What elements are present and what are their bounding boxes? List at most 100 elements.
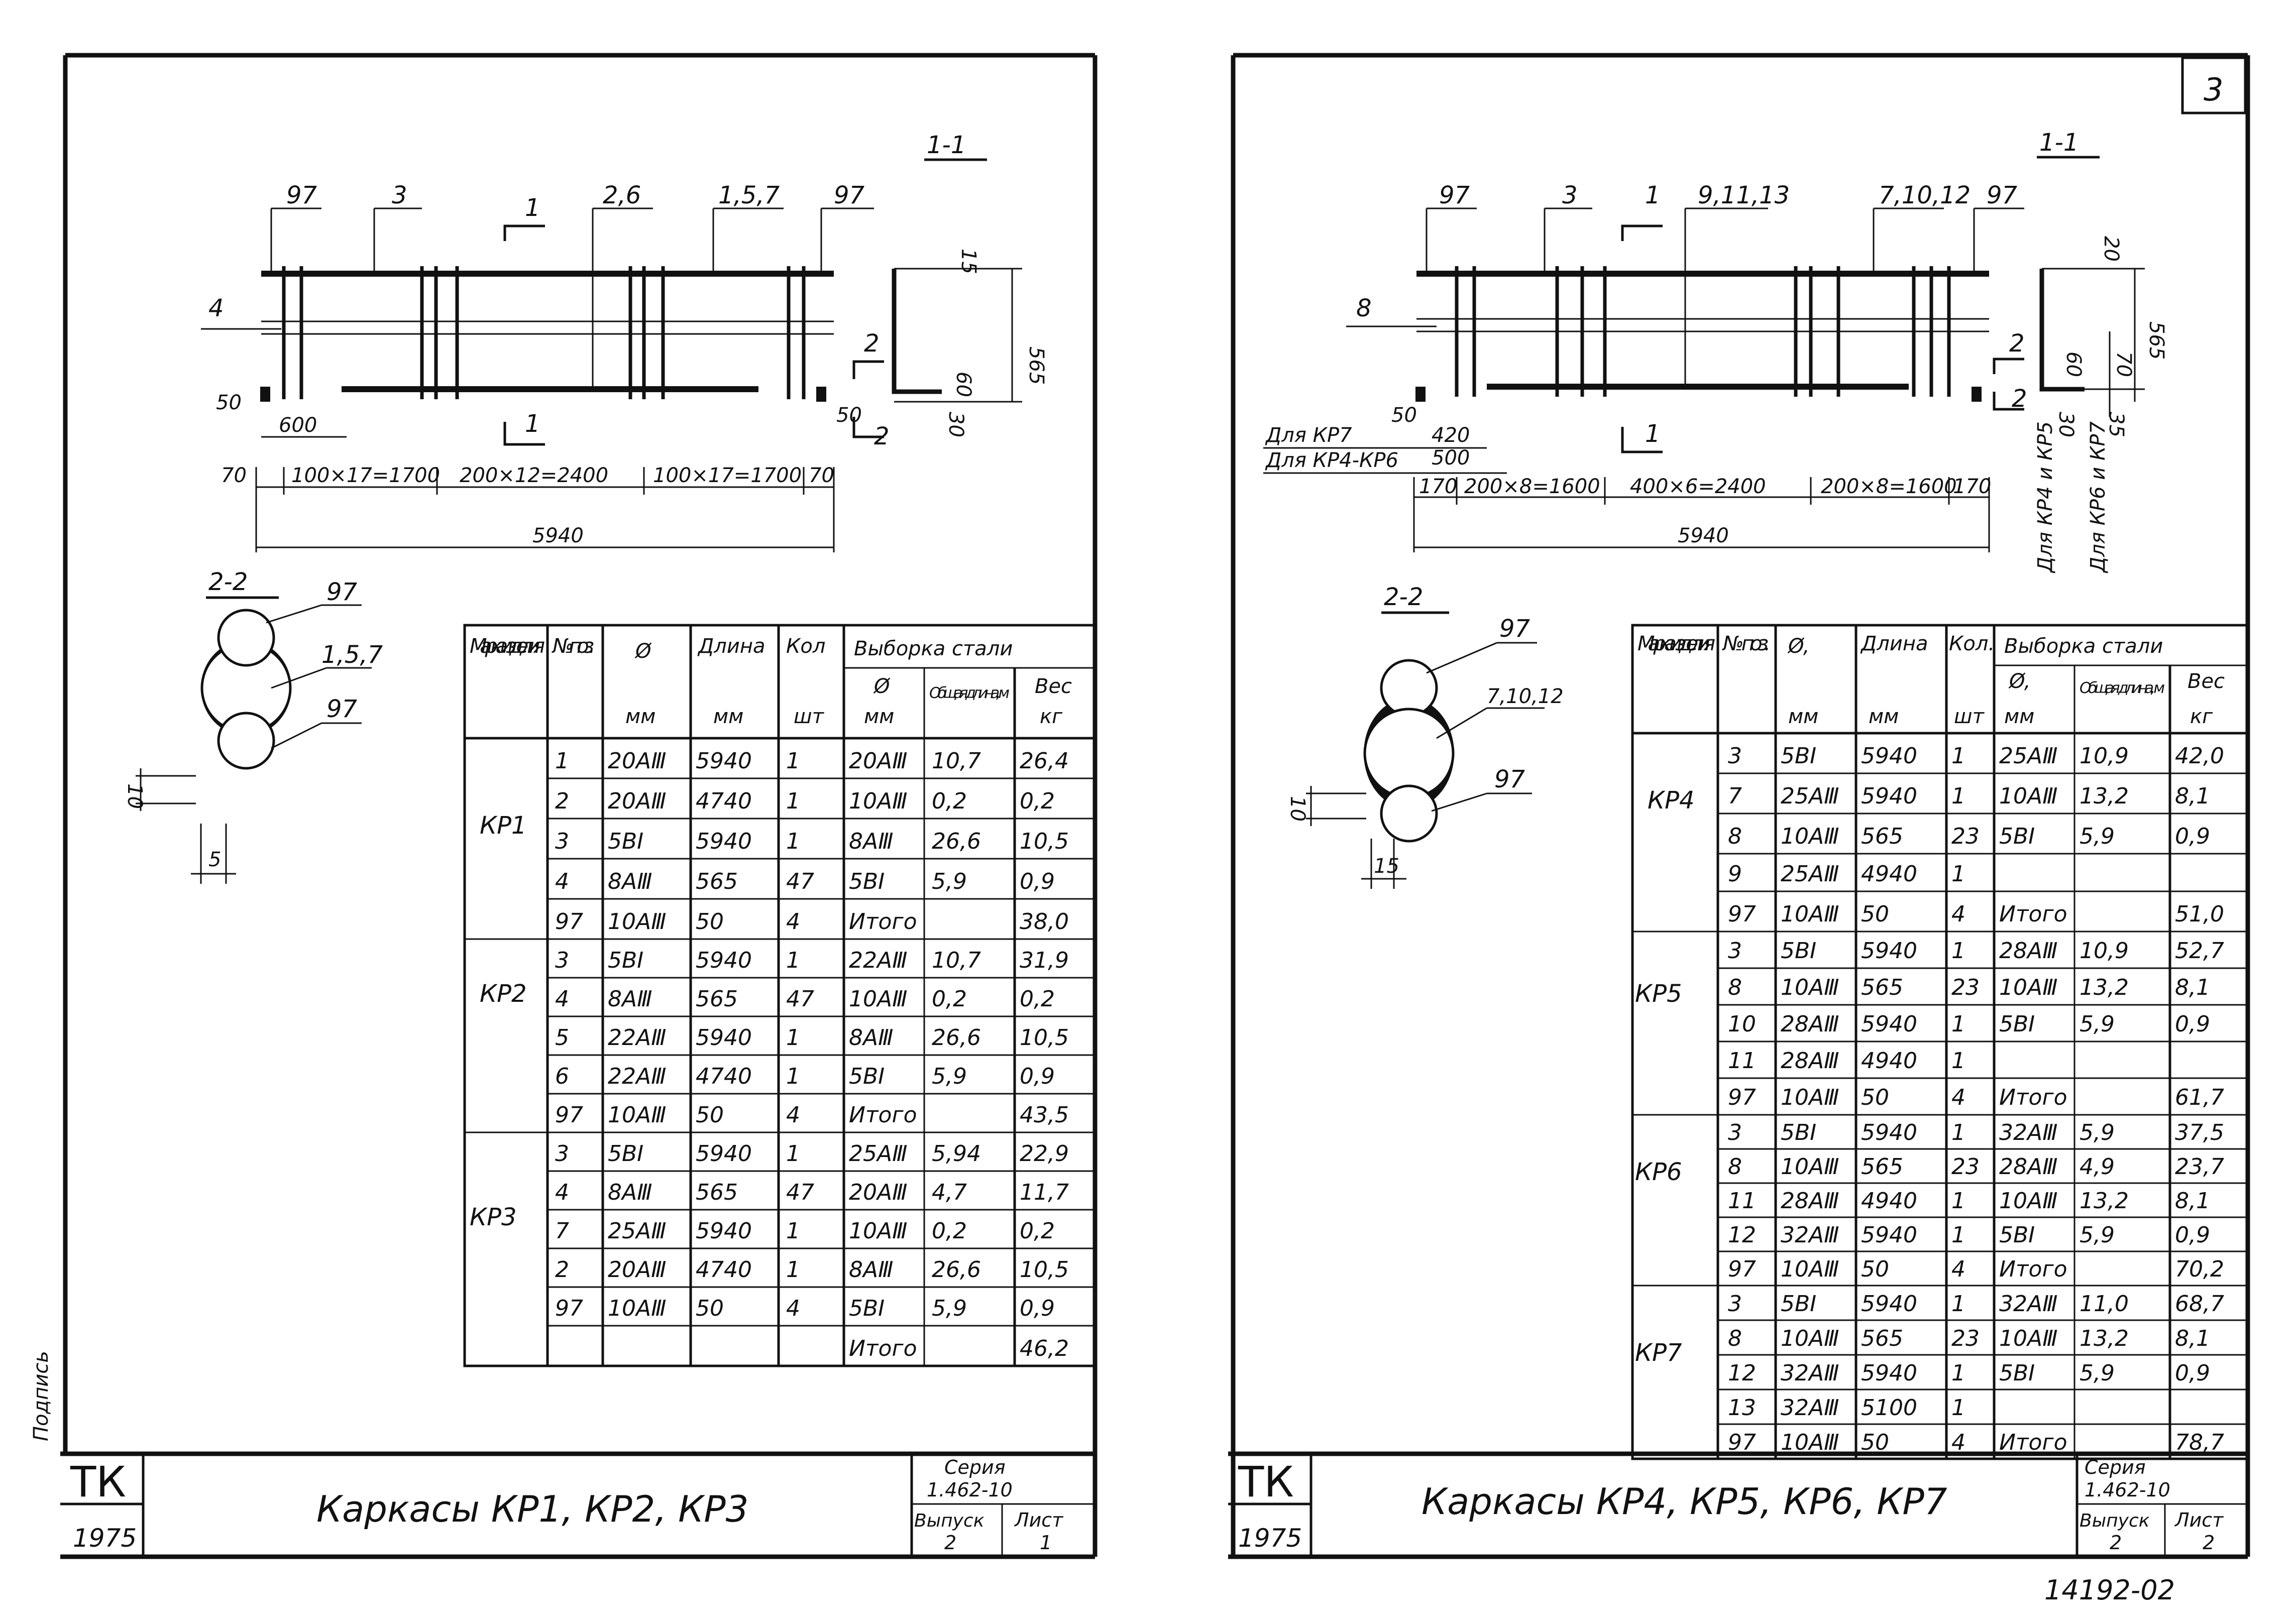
- table-cell: 47: [786, 869, 814, 894]
- table-cell: 10АⅢ: [608, 1102, 666, 1128]
- table-cell: 8: [1728, 975, 1742, 1000]
- svg-text:60: 60: [952, 372, 975, 397]
- table-cell: 1: [786, 788, 800, 814]
- table-cell: 23: [1951, 1154, 1980, 1180]
- svg-text:70: 70: [809, 464, 834, 487]
- svg-text:10: 10: [123, 783, 146, 809]
- svg-text:2: 2: [2110, 1532, 2122, 1554]
- table-cell: 5940: [1861, 1120, 1917, 1145]
- table-cell: 1: [1951, 1120, 1965, 1145]
- table-cell: 26,6: [932, 1025, 981, 1051]
- table-cell: Итого: [1999, 901, 2067, 927]
- svg-text:15: 15: [1374, 855, 1399, 878]
- svg-text:500: 500: [1432, 446, 1470, 470]
- table-cell: 0,2: [1020, 1218, 1055, 1244]
- table-cell: 4: [786, 1102, 800, 1128]
- margin-signature: Подпись: [30, 1351, 53, 1441]
- table-cell: 8,1: [2175, 1326, 2210, 1351]
- table-cell: 13: [1728, 1395, 1756, 1421]
- svg-text:кг: кг: [2190, 705, 2213, 728]
- table-cell: 10АⅢ: [1781, 1085, 1839, 1110]
- svg-text:100×17=1700: 100×17=1700: [653, 464, 802, 487]
- table-cell: 5ВI: [608, 829, 643, 854]
- svg-text:КР6: КР6: [1635, 1158, 1682, 1186]
- table-cell: 0,9: [1020, 1296, 1055, 1321]
- svg-text:1.462-10: 1.462-10: [2085, 1479, 2170, 1501]
- table-cell: 8АⅢ: [849, 1025, 893, 1051]
- table-cell: 0,2: [932, 986, 967, 1012]
- table-cell: 1: [1951, 1188, 1965, 1214]
- svg-text:Общая длина, м: Общая длина, м: [929, 684, 1010, 702]
- table-cell: 1: [786, 748, 800, 774]
- table-cell: 5ВI: [1781, 938, 1816, 964]
- table-cell: 5940: [696, 1141, 752, 1167]
- table-cell: 10,5: [1020, 1257, 1069, 1283]
- table-cell: 1: [1951, 1291, 1965, 1317]
- table-cell: 5940: [696, 1218, 752, 1244]
- table-cell: 565: [1861, 975, 1903, 1000]
- table-cell: 5940: [696, 748, 752, 774]
- svg-text:КР1: КР1: [480, 812, 527, 840]
- table-cell: 1: [786, 1257, 800, 1283]
- table-cell: Итого: [849, 1102, 917, 1128]
- svg-text:200×8=1600: 200×8=1600: [1821, 475, 1957, 498]
- table-cell: 3: [555, 1141, 569, 1167]
- page-number-box: 3: [2181, 56, 2247, 114]
- table-cell: 26,6: [932, 1257, 981, 1283]
- svg-text:Кол: Кол: [786, 635, 825, 658]
- table-cell: 32АⅢ: [1999, 1291, 2057, 1317]
- table-cell: 565: [1861, 824, 1903, 849]
- table-cell: 20АⅢ: [608, 788, 666, 814]
- svg-text:2-2: 2-2: [208, 568, 248, 596]
- right-stirrups: [1455, 266, 1951, 397]
- tk-mark: ТК: [70, 1457, 126, 1507]
- right-callouts: 97 3 1 9,11,13 7,10,12 97 8: [1346, 181, 2024, 387]
- table-cell: 5,9: [932, 869, 967, 894]
- svg-text:Длина: Длина: [697, 635, 765, 658]
- svg-text:200×12=2400: 200×12=2400: [460, 464, 608, 487]
- svg-text:Общая длина, м: Общая длина, м: [2080, 679, 2165, 697]
- table-cell: 70,2: [2175, 1256, 2224, 1282]
- table-cell: 10,7: [932, 748, 981, 774]
- archive-number: 14192-02: [2044, 1574, 2175, 1606]
- svg-text:2: 2: [944, 1532, 956, 1554]
- svg-text:15: 15: [957, 249, 980, 274]
- table-cell: Итого: [849, 1336, 917, 1361]
- table-cell: 5ВI: [1999, 1360, 2035, 1386]
- table-cell: 28АⅢ: [1781, 1188, 1839, 1214]
- left-stirrups: [282, 266, 806, 399]
- svg-text:Серия: Серия: [944, 1456, 1006, 1478]
- table-cell: 50: [696, 909, 724, 935]
- svg-text:Лист: Лист: [2174, 1509, 2224, 1531]
- table-cell: 97: [555, 1296, 583, 1321]
- table-cell: Итого: [1999, 1256, 2067, 1282]
- table-cell: 1: [1951, 743, 1965, 769]
- right-section-profile: 565 20 60 70 30 35 Для КР4 и КР5 Для КР6…: [2034, 236, 2168, 573]
- table-cell: 97: [555, 1102, 583, 1128]
- table-cell: 11: [1728, 1048, 1756, 1074]
- table-cell: 1: [1951, 1395, 1965, 1421]
- table-cell: 10АⅢ: [849, 1218, 907, 1244]
- table-cell: 0,9: [2175, 1222, 2210, 1248]
- table-cell: 5940: [1861, 1360, 1917, 1386]
- right-cut-marks: 1 2 2: [1621, 224, 2027, 453]
- table-cell: 28АⅢ: [1999, 1154, 2057, 1180]
- table-cell: 25АⅢ: [1781, 861, 1839, 887]
- table-cell: 2: [555, 1257, 569, 1283]
- table-cell: 97: [555, 909, 583, 935]
- table-cell: 4: [555, 1180, 569, 1205]
- table-cell: 47: [786, 1180, 814, 1205]
- svg-text:60: 60: [2062, 352, 2085, 377]
- svg-text:Марка изделия: Марка изделия: [1637, 632, 1715, 655]
- svg-text:Выборка стали: Выборка стали: [2004, 635, 2163, 658]
- table-cell: 12: [1728, 1360, 1756, 1386]
- svg-text:Выборка стали: Выборка стали: [854, 637, 1013, 660]
- svg-text:КР2: КР2: [480, 980, 527, 1008]
- table-cell: 4: [1951, 1256, 1965, 1282]
- table-cell: 97: [1728, 1085, 1756, 1110]
- table-cell: 4,7: [932, 1180, 967, 1205]
- table-cell: 10АⅢ: [1781, 824, 1839, 849]
- table-cell: 26,6: [932, 829, 981, 854]
- svg-text:97: 97: [326, 695, 358, 723]
- table-cell: 10,9: [2080, 938, 2129, 964]
